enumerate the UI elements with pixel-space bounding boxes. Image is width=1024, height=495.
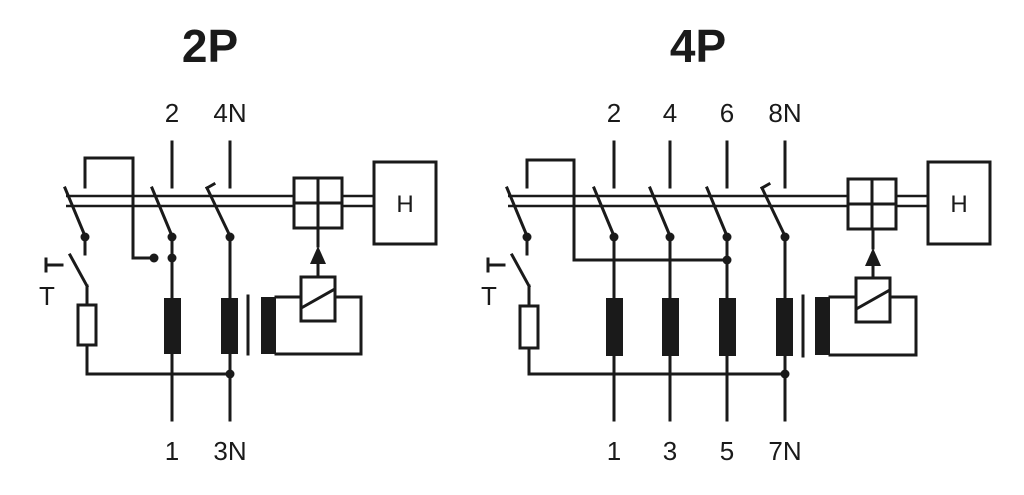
pole-contact-dots [167, 232, 235, 379]
top-terminal-label: 2 [165, 98, 179, 128]
test-resistor [518, 304, 540, 350]
diagram-2p: 2P 2 4N 1 3N [39, 20, 438, 466]
bottom-terminal-label: 1 [607, 436, 621, 466]
test-button-label: T [481, 281, 497, 311]
latch-mechanism [292, 176, 344, 230]
pole-wiring [592, 140, 788, 422]
relay-coil [299, 275, 337, 323]
mechanical-linkage [508, 194, 928, 208]
test-circuit: T [481, 158, 787, 376]
pole-wiring [150, 140, 233, 422]
mechanical-linkage [66, 194, 374, 208]
trip-relay [854, 227, 892, 324]
bottom-terminal-label: 5 [720, 436, 734, 466]
top-terminal-label: 4 [663, 98, 677, 128]
test-button-label: T [39, 281, 55, 311]
test-resistor [76, 303, 98, 347]
top-terminal-label: 2 [607, 98, 621, 128]
diagram-title: 2P [182, 20, 238, 72]
trip-unit-label: H [950, 191, 967, 218]
top-terminal-label: 8N [768, 98, 801, 128]
bottom-terminal-label: 3 [663, 436, 677, 466]
diagram-title: 4P [670, 20, 726, 72]
bottom-terminal-label: 1 [165, 436, 179, 466]
top-terminal-label: 4N [213, 98, 246, 128]
diagram-4p: 4P 2 4 6 8N 1 3 5 7N [481, 20, 992, 466]
pole-contact-dots [609, 232, 790, 379]
bottom-terminal-label: 7N [768, 436, 801, 466]
bottom-terminal-label: 3N [213, 436, 246, 466]
trip-unit-label: H [396, 191, 413, 218]
top-terminal-label: 6 [720, 98, 734, 128]
trip-unit-box: H [372, 160, 438, 246]
trip-relay [299, 226, 337, 323]
latch-mechanism [846, 177, 898, 231]
test-circuit: T [39, 156, 232, 376]
trip-unit-box: H [926, 160, 992, 246]
